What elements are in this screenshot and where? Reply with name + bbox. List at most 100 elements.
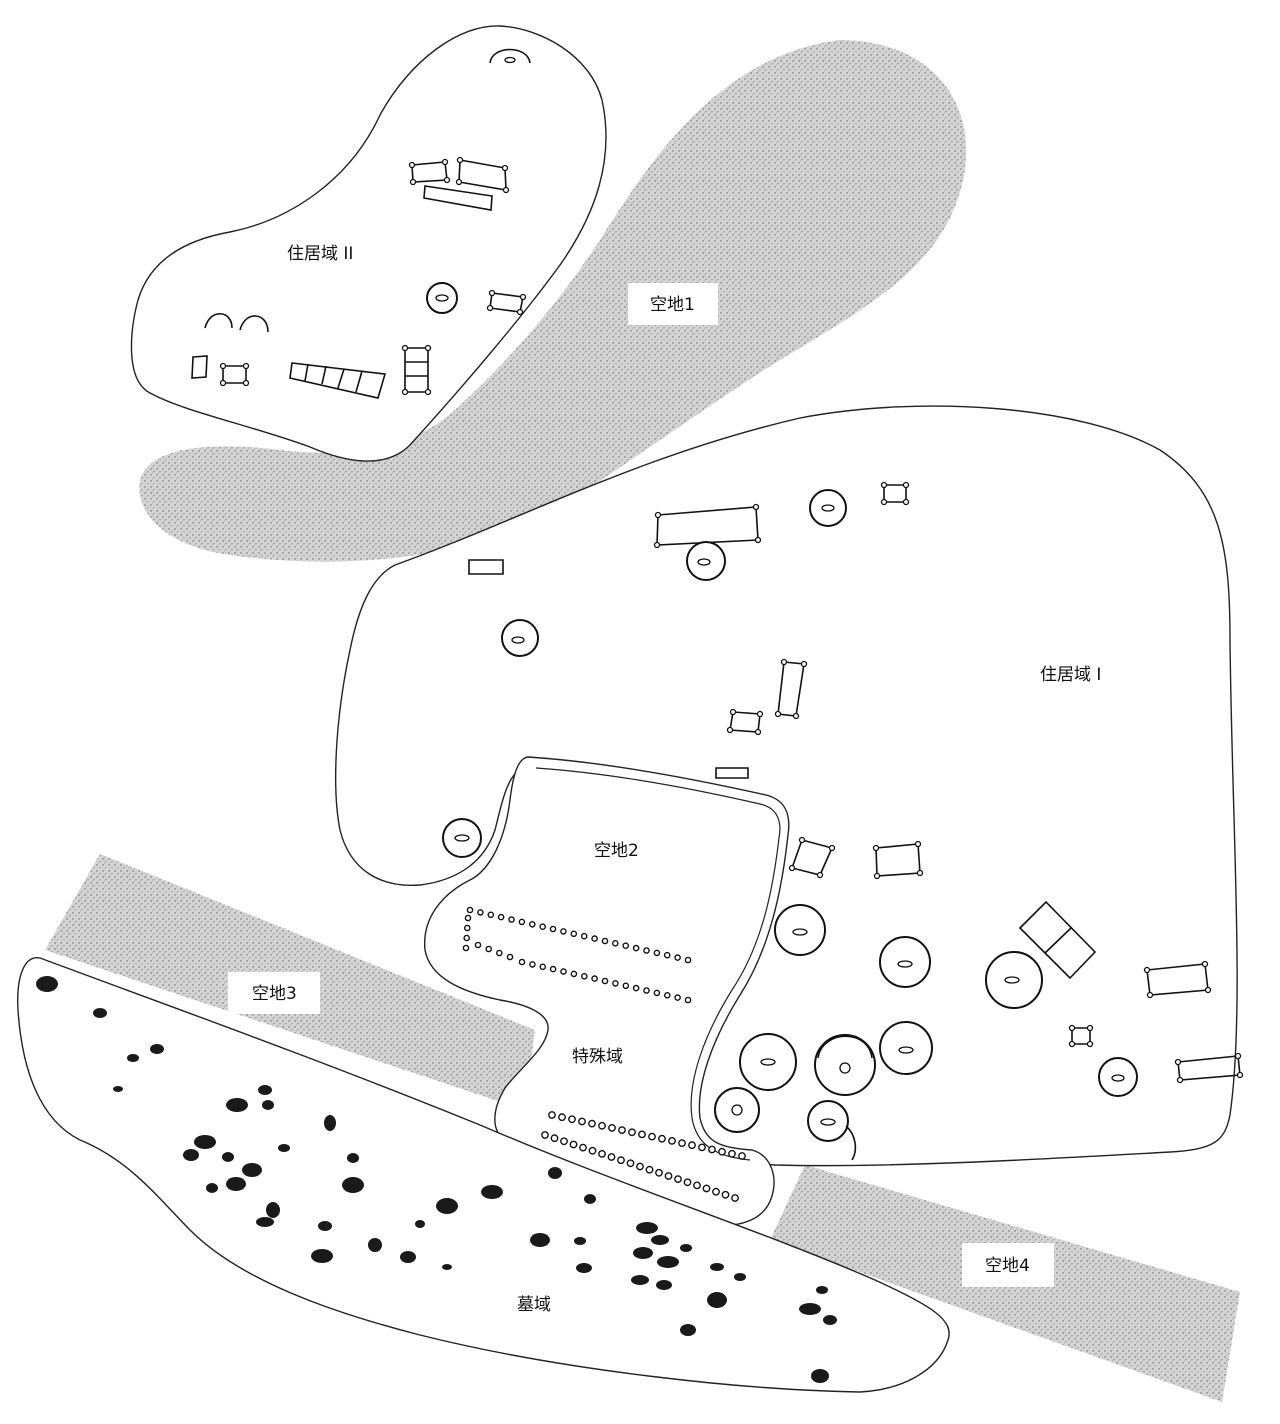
grave-pit [242, 1163, 262, 1177]
residential-zone-2-outline [130, 25, 607, 462]
grave-pit [266, 1202, 280, 1218]
grave-pit [816, 1286, 828, 1294]
post-hole [668, 1137, 676, 1145]
grave-pit [680, 1244, 692, 1252]
post-hole [463, 934, 471, 942]
post-hole [462, 944, 470, 952]
post-hole [655, 1168, 663, 1177]
post-hole [693, 1181, 701, 1190]
grave-pit [436, 1198, 458, 1214]
post-hole [487, 911, 495, 919]
post-hole [495, 949, 503, 957]
grave-pit [206, 1183, 218, 1193]
post-hole [560, 968, 567, 975]
post-hole [664, 992, 671, 999]
post-hole [698, 1143, 706, 1152]
post-hole [653, 949, 661, 957]
post-hole [508, 916, 515, 923]
label-open-area-2: 空地2 [594, 841, 639, 861]
grave-pit [36, 976, 58, 992]
post-hole [558, 1113, 566, 1122]
post-hole [550, 1134, 559, 1143]
residential-zone-1-features [442, 481, 1244, 1161]
grave-pit [811, 1369, 829, 1383]
post-hole [683, 1178, 692, 1187]
post-hole [570, 970, 578, 978]
post-hole [548, 1111, 556, 1119]
grave-pit [93, 1008, 107, 1018]
grave-pit [368, 1238, 382, 1252]
grave-pit [127, 1054, 139, 1062]
label-open-area-4: 空地4 [985, 1256, 1030, 1276]
post-hole [598, 1121, 606, 1130]
post-hole [598, 1150, 606, 1158]
grave-pit [584, 1194, 596, 1204]
post-hole [674, 994, 681, 1001]
post-hole [541, 1131, 549, 1139]
post-hole [591, 975, 598, 982]
grave-pit [633, 1247, 653, 1259]
grave-pit [415, 1220, 425, 1228]
post-hole [653, 989, 661, 997]
post-hole [539, 963, 547, 971]
grave-pit [636, 1222, 658, 1234]
label-residential-zone-1: 住居域 I [1040, 665, 1101, 685]
grave-pit [226, 1177, 246, 1191]
post-hole [578, 1117, 586, 1126]
residential-zone-2-features [191, 48, 531, 399]
post-hole [568, 1115, 576, 1124]
post-hole [702, 1184, 711, 1193]
post-hole [474, 941, 482, 949]
post-hole [588, 1119, 596, 1128]
post-hole [518, 958, 526, 966]
post-hole [663, 951, 671, 959]
post-hole [579, 1143, 587, 1152]
post-hole [569, 1140, 578, 1149]
grave-pit [530, 1233, 550, 1247]
label-open-area-3: 空地3 [252, 984, 297, 1004]
post-hole [549, 965, 557, 973]
post-hole [580, 932, 588, 940]
post-hole [485, 945, 493, 953]
grave-pit [400, 1251, 416, 1263]
post-hole [477, 909, 484, 916]
grave-pit [574, 1237, 586, 1245]
post-hole [612, 940, 619, 947]
grave-pit [481, 1185, 503, 1199]
post-hole [618, 1126, 626, 1135]
grave-pit [256, 1217, 274, 1227]
special-zone-post-rings [462, 906, 746, 1202]
grave-pit [680, 1324, 696, 1336]
post-hole [628, 1128, 636, 1137]
post-hole [626, 1159, 635, 1168]
post-hole [684, 956, 692, 964]
label-residential-zone-2: 住居域 II [287, 244, 353, 264]
grave-pit [222, 1152, 234, 1162]
open-area-1 [139, 40, 967, 562]
grave-pit [324, 1115, 336, 1131]
post-hole [601, 937, 609, 945]
grave-pit [258, 1085, 272, 1095]
grave-pit [150, 1044, 164, 1054]
grave-pit [278, 1144, 290, 1152]
post-hole [643, 947, 650, 954]
grave-pit [113, 1086, 123, 1092]
post-hole [539, 923, 547, 931]
post-hole [678, 1139, 686, 1148]
post-hole [622, 942, 630, 950]
post-hole [648, 1132, 656, 1141]
post-hole [608, 1124, 616, 1132]
post-hole [688, 1141, 696, 1150]
grave-pit [734, 1273, 746, 1281]
post-hole [466, 906, 474, 914]
post-hole [643, 987, 650, 994]
post-hole [581, 973, 588, 980]
grave-pit [657, 1256, 679, 1268]
label-cemetery: 墓域 [517, 1295, 551, 1315]
special-zone-inner-line [535, 767, 781, 1161]
post-hole [506, 953, 514, 961]
label-special-zone: 特殊域 [572, 1047, 623, 1067]
grave-pit [262, 1100, 274, 1110]
post-hole [638, 1130, 646, 1139]
